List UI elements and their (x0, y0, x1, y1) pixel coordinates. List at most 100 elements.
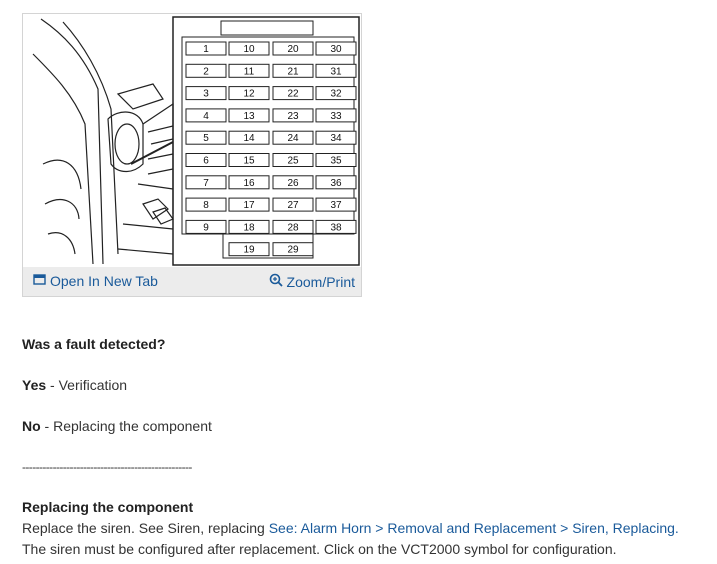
new-tab-icon (33, 273, 46, 289)
open-in-new-tab-label: Open In New Tab (50, 273, 158, 289)
fuse-slot-outline (272, 242, 314, 257)
fuse-slot: 34 (315, 130, 357, 145)
fuse-slot: 35 (315, 153, 357, 167)
fuse-number: 13 (243, 111, 255, 122)
fuse-slot: 37 (315, 197, 357, 212)
fuse-number: 26 (287, 178, 299, 189)
answer-no-separator: - (40, 418, 54, 434)
fuse-slot: 28 (272, 219, 314, 234)
vehicle-interior-drawing (32, 18, 174, 265)
fuse-number: 6 (203, 156, 209, 167)
fuse-slot-outline (272, 41, 314, 56)
fuse-slot: 6 (185, 153, 227, 167)
fuse-slot-outline (228, 242, 270, 257)
fuse-slot: 8 (185, 197, 227, 212)
fuse-slot: 31 (315, 63, 357, 78)
fuse-slot: 25 (272, 153, 314, 167)
section-divider: ----------------------------------------… (22, 460, 192, 474)
fuse-number: 37 (330, 200, 342, 211)
fuse-number: 3 (203, 89, 209, 100)
fuse-slot: 29 (272, 242, 314, 257)
fuse-slot: 1 (185, 41, 227, 56)
fuse-slot-outline (228, 175, 270, 190)
fuse-slot: 21 (272, 63, 314, 78)
fuse-slot: 10 (228, 41, 270, 56)
fuse-number: 18 (243, 222, 255, 233)
fuse-slot-outline (185, 108, 227, 123)
fuse-number: 5 (203, 133, 209, 144)
fuse-slot-outline (315, 41, 357, 56)
fuse-number: 31 (330, 66, 342, 77)
fuse-slot-outline (315, 86, 357, 101)
fuse-slot-outline (228, 219, 270, 234)
fuse-slot: 22 (272, 86, 314, 101)
fuse-slot: 36 (315, 175, 357, 190)
fuse-slot: 5 (185, 130, 227, 145)
fuse-slot-outline (228, 86, 270, 101)
fuse-number: 16 (243, 178, 255, 189)
fuse-diagram-svg: 1234567891011121314151617181920212223242… (32, 16, 360, 266)
fuse-slot-outline (272, 63, 314, 78)
fuse-number: 9 (203, 222, 209, 233)
fuse-number: 28 (287, 222, 299, 233)
fuse-number: 11 (244, 66, 255, 77)
fuse-slot-outline (185, 63, 227, 78)
fuse-number: 38 (330, 222, 342, 233)
answer-no-text: Replacing the component (53, 418, 212, 434)
zoom-print-link[interactable]: Zoom/Print (269, 273, 355, 290)
fuse-slot: 19 (228, 242, 270, 257)
fuse-slot-outline (228, 197, 270, 212)
magnifier-icon (269, 273, 283, 290)
alarm-horn-link[interactable]: See: Alarm Horn > Removal and Replacemen… (268, 520, 679, 536)
fuse-number: 22 (287, 89, 299, 100)
fuse-slot-outline (272, 108, 314, 123)
zoom-print-label: Zoom/Print (286, 273, 355, 290)
fuse-layer: 1234567891011121314151617181920212223242… (185, 41, 357, 257)
fuse-number: 27 (287, 200, 299, 211)
fuse-slot-outline (185, 197, 227, 212)
answer-no-label: No (22, 418, 41, 434)
fuse-number: 35 (330, 156, 342, 167)
fuse-slot: 11 (228, 63, 270, 78)
fuse-number: 19 (243, 245, 255, 256)
open-in-new-tab-link[interactable]: Open In New Tab (33, 273, 158, 289)
fuse-slot: 17 (228, 197, 270, 212)
fuse-number: 29 (287, 245, 299, 256)
fuse-slot-outline (315, 63, 357, 78)
fuse-slot: 27 (272, 197, 314, 212)
fuse-number: 10 (243, 44, 255, 55)
fuse-slot-outline (185, 219, 227, 234)
answer-no: No - Replacing the component (22, 416, 212, 436)
fuse-number: 17 (243, 200, 255, 211)
fuse-number: 14 (243, 133, 255, 144)
fuse-slot: 30 (315, 41, 357, 56)
answer-yes-text: Verification (58, 377, 128, 393)
fuse-slot-outline (315, 219, 357, 234)
configure-instruction: The siren must be configured after repla… (22, 541, 617, 557)
fuse-number: 21 (287, 66, 299, 77)
fuse-slot-outline (228, 153, 270, 167)
fuse-slot: 4 (185, 108, 227, 123)
fuse-number: 8 (203, 200, 209, 211)
fuse-slot: 7 (185, 175, 227, 190)
fuse-slot-outline (315, 175, 357, 190)
fuse-slot-outline (272, 130, 314, 145)
answer-yes: Yes - Verification (22, 375, 127, 395)
fuse-slot-outline (185, 130, 227, 145)
fuse-number: 25 (287, 156, 299, 167)
fuse-slot: 2 (185, 63, 227, 78)
fuse-slot-outline (272, 175, 314, 190)
answer-yes-label: Yes (22, 377, 47, 393)
fuse-number: 34 (330, 133, 342, 144)
fuse-slot: 16 (228, 175, 270, 190)
fuse-slot-outline (185, 175, 227, 190)
fuse-number: 4 (203, 111, 209, 122)
fuse-slot: 24 (272, 130, 314, 145)
fuse-slot: 18 (228, 219, 270, 234)
fuse-slot: 14 (228, 130, 270, 145)
fuse-slot: 13 (228, 108, 270, 123)
fuse-slot: 12 (228, 86, 270, 101)
fuse-slot-outline (315, 197, 357, 212)
fuse-slot-outline (228, 63, 270, 78)
